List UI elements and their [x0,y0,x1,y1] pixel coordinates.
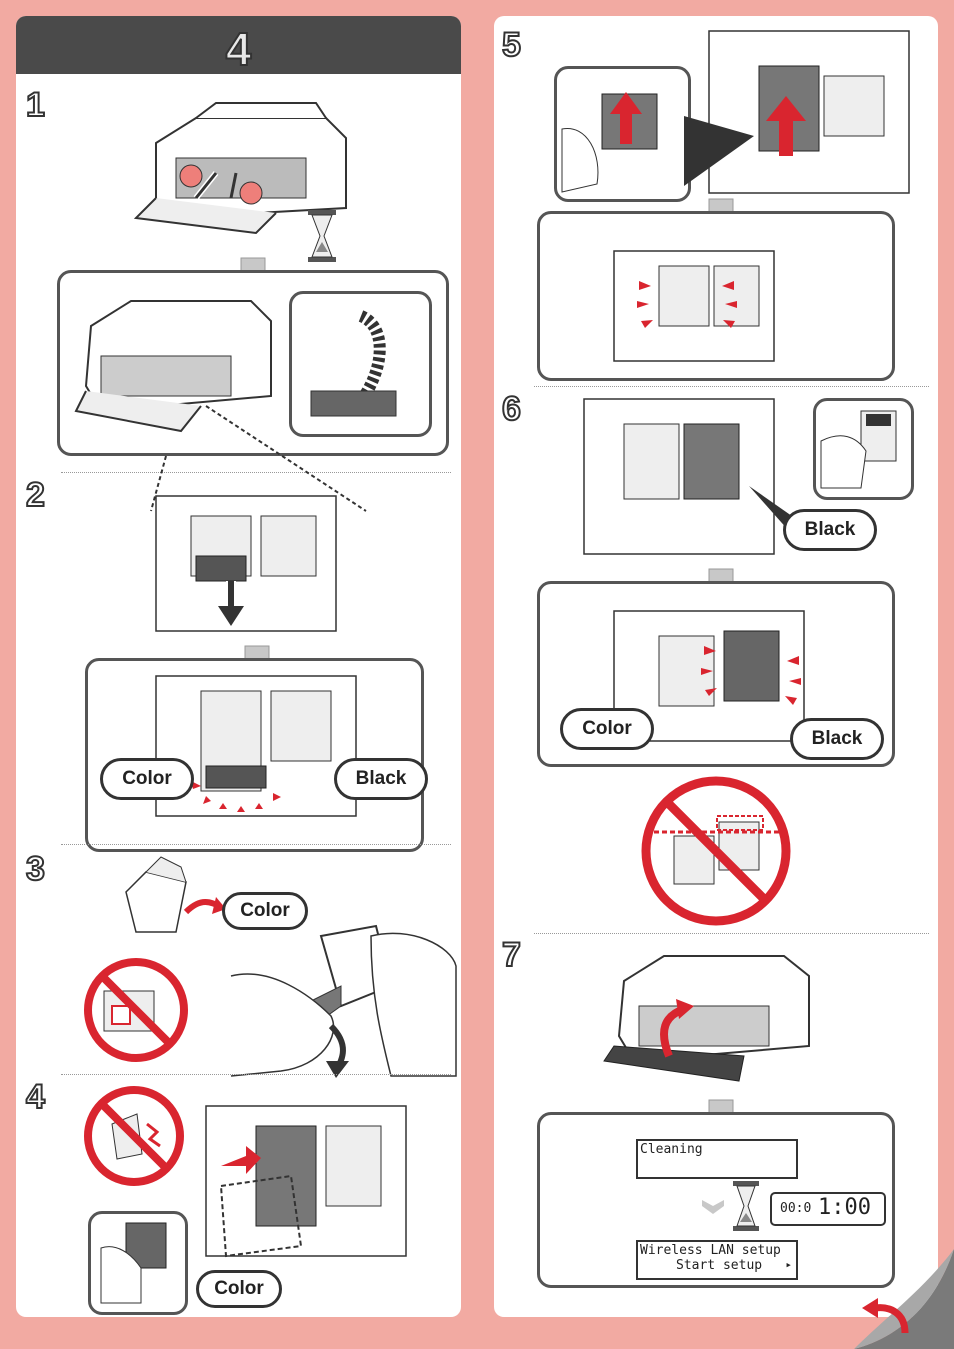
left-instruction-panel: 4 1 2 [16,16,461,1317]
prohibited-bump-cartridge-icon [82,1084,186,1188]
prohibited-uneven-cartridges-icon [639,774,793,928]
step-divider [61,844,451,845]
step-divider [534,933,929,934]
step-number-7: 7 [502,938,521,972]
hourglass-icon [306,208,338,264]
step-number-2: 2 [26,478,45,512]
callout-connector [684,111,754,191]
hand-holding-cartridge-illustration [96,1218,176,1303]
timer-prefix: 00:0 [780,1201,811,1216]
black-label: Black [783,509,877,551]
black-label: Black [334,758,428,800]
step-number-4: 4 [26,1080,45,1114]
hourglass-icon [732,1180,760,1232]
lcd-wireless-line2: Start setup ▸ [640,1258,794,1273]
lcd-cleaning-screen: Cleaning [636,1139,798,1179]
section-header-bar: 4 [16,16,461,74]
lcd-cleaning-text: Cleaning [640,1142,703,1157]
cartridge-holder-locked-illustration [151,671,361,821]
insert-black-cartridge-illustration [579,394,779,559]
hand-lift-arrow-illustration [562,74,680,192]
color-label: Color [100,758,194,800]
black-label: Black [790,718,884,760]
hand-remove-tape-illustration [211,906,456,1081]
step-number-5: 5 [502,28,521,62]
step-divider [534,386,929,387]
step-number-6: 6 [502,392,521,426]
insert-cartridge-illustration [201,1096,411,1266]
prohibited-touch-contacts-icon [82,956,190,1064]
cartridge-holder-illustration [146,486,346,636]
section-number: 4 [16,22,461,76]
color-label: Color [560,708,654,750]
step-divider [61,1074,451,1075]
timer-value: 1:00 [818,1195,871,1220]
remaining-time-display: 00:0 1:00 [770,1192,886,1226]
lcd-wireless-line1: Wireless LAN setup [640,1243,794,1258]
right-instruction-panel: 5 6 Bla [494,16,938,1317]
remove-packaging-illustration [116,852,226,947]
chevron-down-icon [702,1200,724,1214]
cartridges-locked-illustration [609,246,779,366]
lcd-start-setup-text: Start setup [676,1258,762,1273]
step-number-3: 3 [26,852,45,886]
step-number-1: 1 [26,88,45,122]
printer-close-cover-illustration [604,941,824,1091]
play-arrow-icon: ▸ [785,1258,792,1271]
lcd-wireless-setup-screen: Wireless LAN setup Start setup ▸ [636,1240,798,1280]
color-label: Color [196,1270,282,1308]
hand-holding-black-cartridge-illustration [821,406,901,488]
back-arrow-icon[interactable] [860,1298,910,1338]
